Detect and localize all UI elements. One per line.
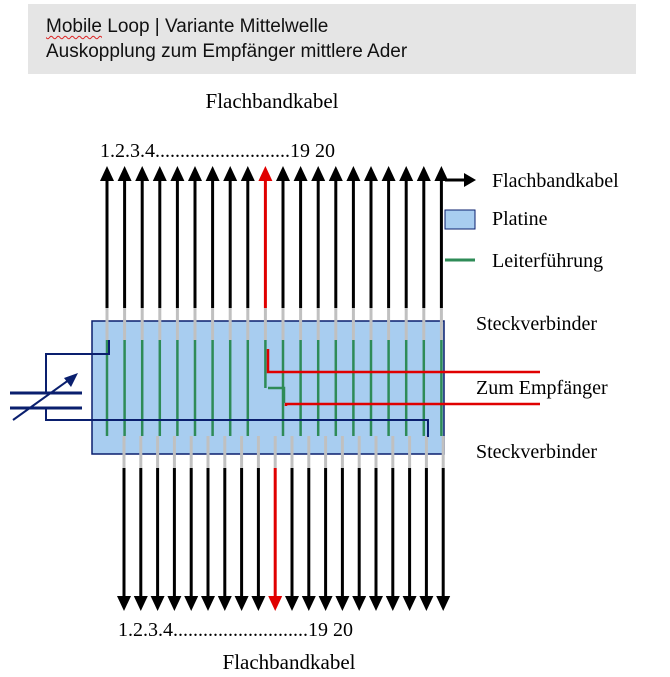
top-arrow-icon-3 <box>135 166 150 181</box>
bottom-arrow-icon-11 <box>285 596 299 611</box>
bottom-arrow-icon-19 <box>419 596 434 611</box>
bottom-arrow-icon-10 <box>268 596 283 611</box>
bottom-arrow-icon-2 <box>133 596 148 611</box>
bottom-arrow-icon-3 <box>150 596 165 611</box>
bottom-arrow-icon-14 <box>335 596 350 611</box>
bottom-arrow-icon-8 <box>234 596 249 611</box>
bottom-arrow-icon-20 <box>436 596 451 611</box>
top-arrow-icon-2 <box>117 166 132 181</box>
top-arrow-icon-1 <box>100 166 114 181</box>
bottom-arrow-icon-12 <box>301 596 316 611</box>
legend-item-trace: Leiterführung <box>445 250 603 272</box>
bottom-cable-numbering: 1.2.3.4...........................19 20 <box>118 619 353 641</box>
title-box: Mobile Loop | Variante Mittelwelle Ausko… <box>28 4 636 74</box>
bottom-arrow-icon-13 <box>318 596 333 611</box>
top-arrow-icon-20 <box>434 166 449 181</box>
bottom-arrow-icon-17 <box>385 596 400 611</box>
top-cable-wires <box>100 166 449 308</box>
top-arrow-icon-19 <box>416 166 431 181</box>
top-arrow-icon-6 <box>188 166 202 181</box>
top-arrow-icon-12 <box>293 166 308 181</box>
receiver-label: Zum Empfänger <box>476 377 608 399</box>
top-cable-numbering: 1.2.3.4...........................19 20 <box>100 140 335 162</box>
top-arrow-icon-9 <box>240 166 255 181</box>
bottom-cable-title: Flachbandkabel <box>223 650 356 674</box>
top-arrow-icon-10 <box>258 166 273 181</box>
bottom-arrow-icon-5 <box>184 596 199 611</box>
top-arrow-icon-16 <box>364 166 378 181</box>
legend: Flachbandkabel Platine Leiterführung <box>444 170 619 272</box>
arrow-head-icon <box>464 173 476 187</box>
title-line-2: Auskopplung zum Empfänger mittlere Ader <box>46 41 408 62</box>
bottom-arrow-icon-7 <box>217 596 232 611</box>
top-arrow-icon-13 <box>311 166 326 181</box>
legend-label-cable: Flachbandkabel <box>492 170 619 192</box>
capacitor-lead-top <box>45 340 110 393</box>
legend-label-trace: Leiterführung <box>492 250 603 272</box>
variable-capacitor-icon <box>10 373 82 421</box>
top-connector-pins <box>105 308 443 340</box>
bottom-connector-pins <box>122 436 445 468</box>
connector-top-label: Steckverbinder <box>476 313 597 335</box>
top-arrow-icon-5 <box>170 166 185 181</box>
title-word-mobile: Mobile <box>46 16 102 37</box>
capacitor-lead-bottom <box>45 408 429 437</box>
bottom-arrow-icon-15 <box>352 596 367 611</box>
receiver-trace-lower <box>284 402 540 406</box>
legend-item-board: Platine <box>444 208 548 230</box>
top-arrow-icon-4 <box>152 166 167 181</box>
top-arrow-icon-14 <box>328 166 343 181</box>
top-arrow-icon-8 <box>223 166 238 181</box>
top-arrow-icon-7 <box>205 166 220 181</box>
board-swatch-icon <box>444 209 476 230</box>
bottom-arrow-icon-16 <box>369 596 383 611</box>
legend-item-cable: Flachbandkabel <box>445 170 619 192</box>
bottom-cable-wires <box>117 468 451 611</box>
top-arrow-icon-15 <box>346 166 361 181</box>
top-arrow-icon-17 <box>381 166 396 181</box>
bottom-arrow-icon-4 <box>167 596 182 611</box>
top-arrow-icon-11 <box>276 166 290 181</box>
bottom-arrow-icon-1 <box>117 596 131 611</box>
title-line-1: Mobile Loop | Variante Mittelwelle <box>46 14 636 39</box>
top-cable-title: Flachbandkabel <box>206 89 339 113</box>
middle-conductor-joggle <box>268 386 286 403</box>
connector-bottom-label: Steckverbinder <box>476 441 597 463</box>
bottom-arrow-icon-18 <box>402 596 417 611</box>
bottom-arrow-icon-6 <box>201 596 215 611</box>
legend-label-board: Platine <box>492 208 548 230</box>
top-arrow-icon-18 <box>399 166 414 181</box>
receiver-trace-upper <box>266 349 540 374</box>
title-line-1-rest: Loop | Variante Mittelwelle <box>101 16 329 37</box>
bottom-arrow-icon-9 <box>251 596 266 611</box>
